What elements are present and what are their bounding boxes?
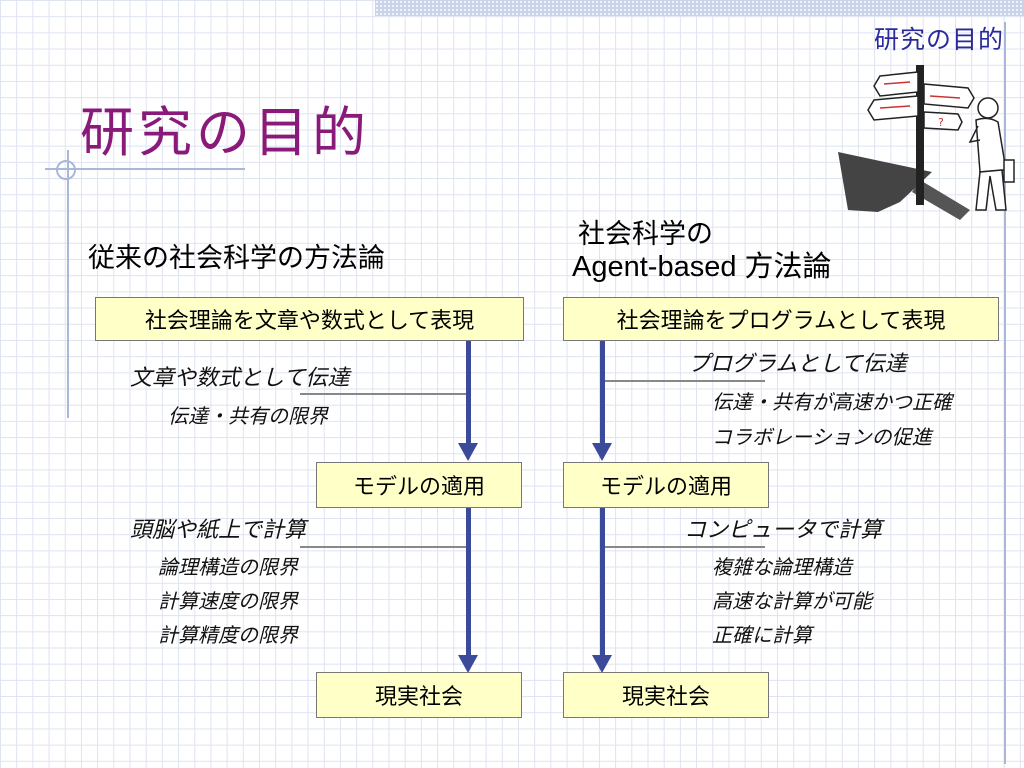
left-connector-2: [300, 546, 466, 548]
slide-title: 研究の目的: [80, 101, 370, 164]
title-underline: [45, 168, 245, 170]
right-benefit-sharing: 伝達・共有が高速かつ正確: [712, 390, 952, 414]
right-flow-line-2: [600, 508, 605, 656]
header-section-label: 研究の目的: [873, 25, 1004, 54]
left-connector-1: [300, 393, 466, 395]
right-benefit-collaboration: コラボレーションの促進: [712, 425, 932, 449]
left-arrowhead-1: [458, 443, 478, 461]
top-dotted-band: [375, 0, 1024, 16]
left-margin-line: [67, 150, 69, 418]
right-flow-line-1: [600, 341, 605, 444]
right-arrowhead-2: [592, 655, 612, 673]
left-heading: 従来の社会科学の方法論: [88, 243, 385, 274]
margin-ring-ornament: [56, 160, 76, 180]
right-note-communication: プログラムとして伝達: [688, 352, 907, 377]
left-box-model-application: モデルの適用: [316, 462, 522, 508]
right-benefit-accurate: 正確に計算: [712, 623, 812, 647]
left-box-representation: 社会理論を文章や数式として表現: [95, 297, 524, 341]
left-note-calculation: 頭脳や紙上で計算: [130, 518, 307, 543]
left-flow-line-1: [466, 341, 471, 444]
right-connector-1: [605, 380, 765, 382]
right-benefit-complex-logic: 複雑な論理構造: [712, 555, 852, 579]
left-limit-sharing: 伝達・共有の限界: [168, 404, 328, 428]
right-heading-line1: 社会科学の: [578, 219, 713, 250]
left-box-real-society: 現実社会: [316, 672, 522, 718]
right-box-model-application: モデルの適用: [563, 462, 769, 508]
right-margin-line: [1004, 22, 1006, 764]
left-flow-line-2: [466, 508, 471, 656]
left-limit-speed: 計算速度の限界: [158, 589, 298, 613]
left-arrowhead-2: [458, 655, 478, 673]
svg-text:?: ?: [938, 116, 944, 129]
right-box-real-society: 現実社会: [563, 672, 769, 718]
right-connector-2: [605, 546, 765, 548]
right-heading-line2: Agent-based 方法論: [572, 251, 832, 283]
left-limit-logic: 論理構造の限界: [158, 555, 298, 579]
signpost-person-clipart-icon: ?: [838, 65, 1015, 220]
right-arrowhead-1: [592, 443, 612, 461]
right-box-program-representation: 社会理論をプログラムとして表現: [563, 297, 999, 341]
right-benefit-fast: 高速な計算が可能: [712, 589, 872, 613]
right-note-computer: コンピュータで計算: [684, 518, 883, 543]
left-note-communication: 文章や数式として伝達: [130, 366, 350, 391]
left-limit-precision: 計算精度の限界: [158, 623, 298, 647]
